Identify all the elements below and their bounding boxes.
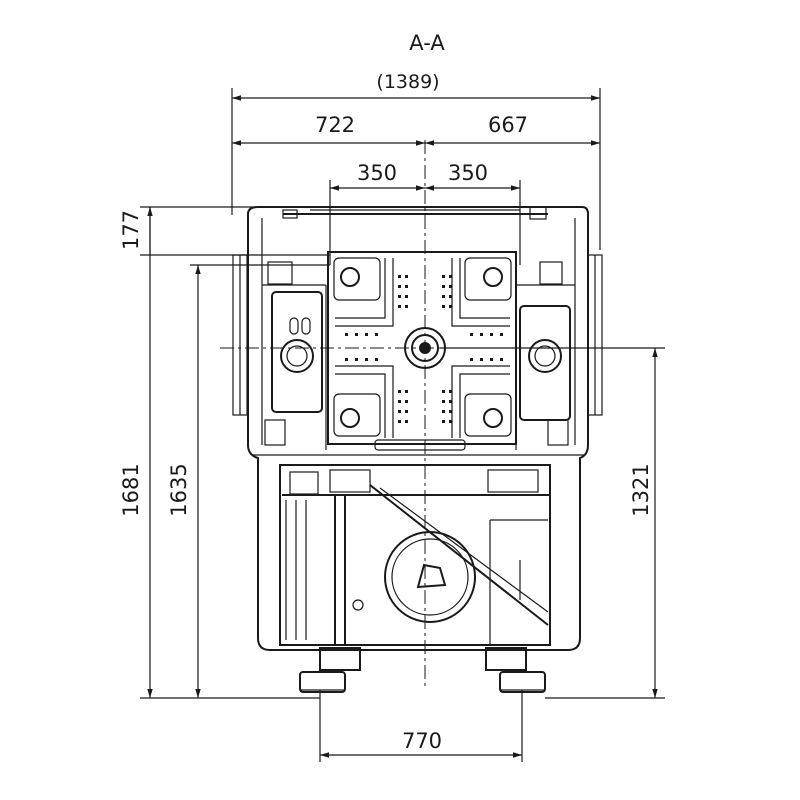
hole-grid bbox=[345, 275, 503, 423]
dimension-right-offset: 350 bbox=[425, 161, 521, 265]
dimension-inner-height-label: 1635 bbox=[167, 463, 191, 516]
machine-feet bbox=[299, 647, 546, 693]
dimension-overall-height-label: 1681 bbox=[119, 463, 143, 516]
dimension-right-width: 667 bbox=[425, 113, 600, 146]
dimension-center-height-label: 1321 bbox=[629, 463, 653, 516]
dimension-left-width: 722 bbox=[232, 113, 425, 146]
rotary-unit bbox=[352, 531, 476, 623]
dimension-left-offset-label: 350 bbox=[357, 161, 397, 185]
dimension-left-offset: 350 bbox=[329, 161, 425, 265]
dimension-base-width: 770 bbox=[319, 690, 523, 762]
dimension-left-width-label: 722 bbox=[315, 113, 355, 137]
worktable bbox=[327, 251, 517, 451]
left-side-unit bbox=[262, 261, 327, 450]
lower-enclosure bbox=[279, 464, 551, 646]
dimension-right-offset-label: 350 bbox=[448, 161, 488, 185]
dimension-overall-width-label: (1389) bbox=[376, 71, 439, 93]
section-title: A-A bbox=[409, 31, 445, 55]
dimension-inner-height: 1635 bbox=[167, 264, 330, 698]
dimension-right-width-label: 667 bbox=[488, 113, 528, 137]
dimension-base-width-label: 770 bbox=[402, 729, 442, 753]
machine-body bbox=[232, 206, 603, 651]
dimension-overall-width: (1389) bbox=[231, 71, 601, 250]
dimension-center-height: 1321 bbox=[440, 347, 665, 699]
right-side-unit bbox=[515, 261, 575, 450]
dimension-top-offset-label: 177 bbox=[119, 210, 143, 250]
dimension-overall-height: 1681 bbox=[119, 207, 153, 698]
